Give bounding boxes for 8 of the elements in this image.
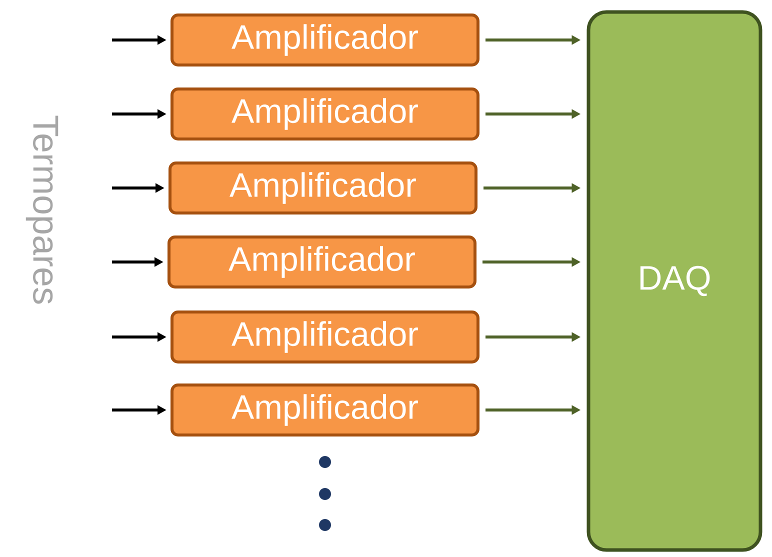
amplifier-box: Amplificador [168, 236, 476, 288]
amplifier-box: Amplificador [170, 310, 480, 364]
amplifier-box: Amplificador [170, 14, 480, 66]
daq-box: DAQ [586, 10, 762, 552]
amplifier-box: Amplificador [170, 384, 480, 436]
amplifier-box: Amplificador [168, 162, 478, 214]
amplifier-box: Amplificador [170, 88, 480, 140]
axis-label: Termopares [26, 116, 58, 304]
